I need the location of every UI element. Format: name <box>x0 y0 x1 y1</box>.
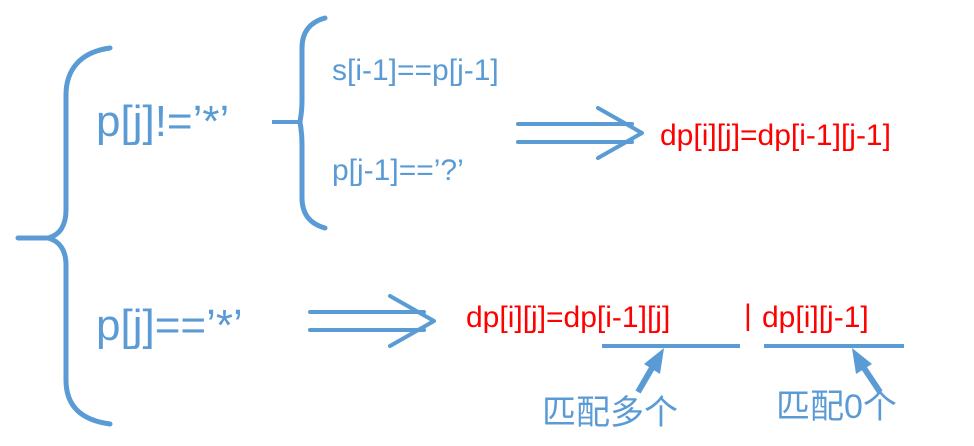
note-match-many: 匹配多个 <box>542 394 678 432</box>
note-arrow-left <box>635 348 664 394</box>
double-arrow-bottom <box>308 294 436 348</box>
double-arrow-top <box>516 106 644 160</box>
sub-condition-1: s[i-1]==p[j-1] <box>332 54 499 87</box>
result-star-left: dp[i][j]=dp[i-1][j] <box>466 301 671 334</box>
result-not-star: dp[i][j]=dp[i-1][j-1] <box>660 119 891 152</box>
inner-brace <box>297 15 328 231</box>
condition-star: p[j]==’*’ <box>96 301 243 350</box>
sub-condition-2: p[j-1]==’?’ <box>332 154 464 187</box>
outer-brace <box>15 45 113 427</box>
condition-not-star: p[j]!=’*’ <box>96 97 230 146</box>
note-arrow-right <box>852 348 883 394</box>
note-match-zero: 匹配0个 <box>776 388 897 426</box>
result-star-right: dp[i][j-1] <box>762 301 869 334</box>
result-star-sep: | <box>744 299 752 332</box>
